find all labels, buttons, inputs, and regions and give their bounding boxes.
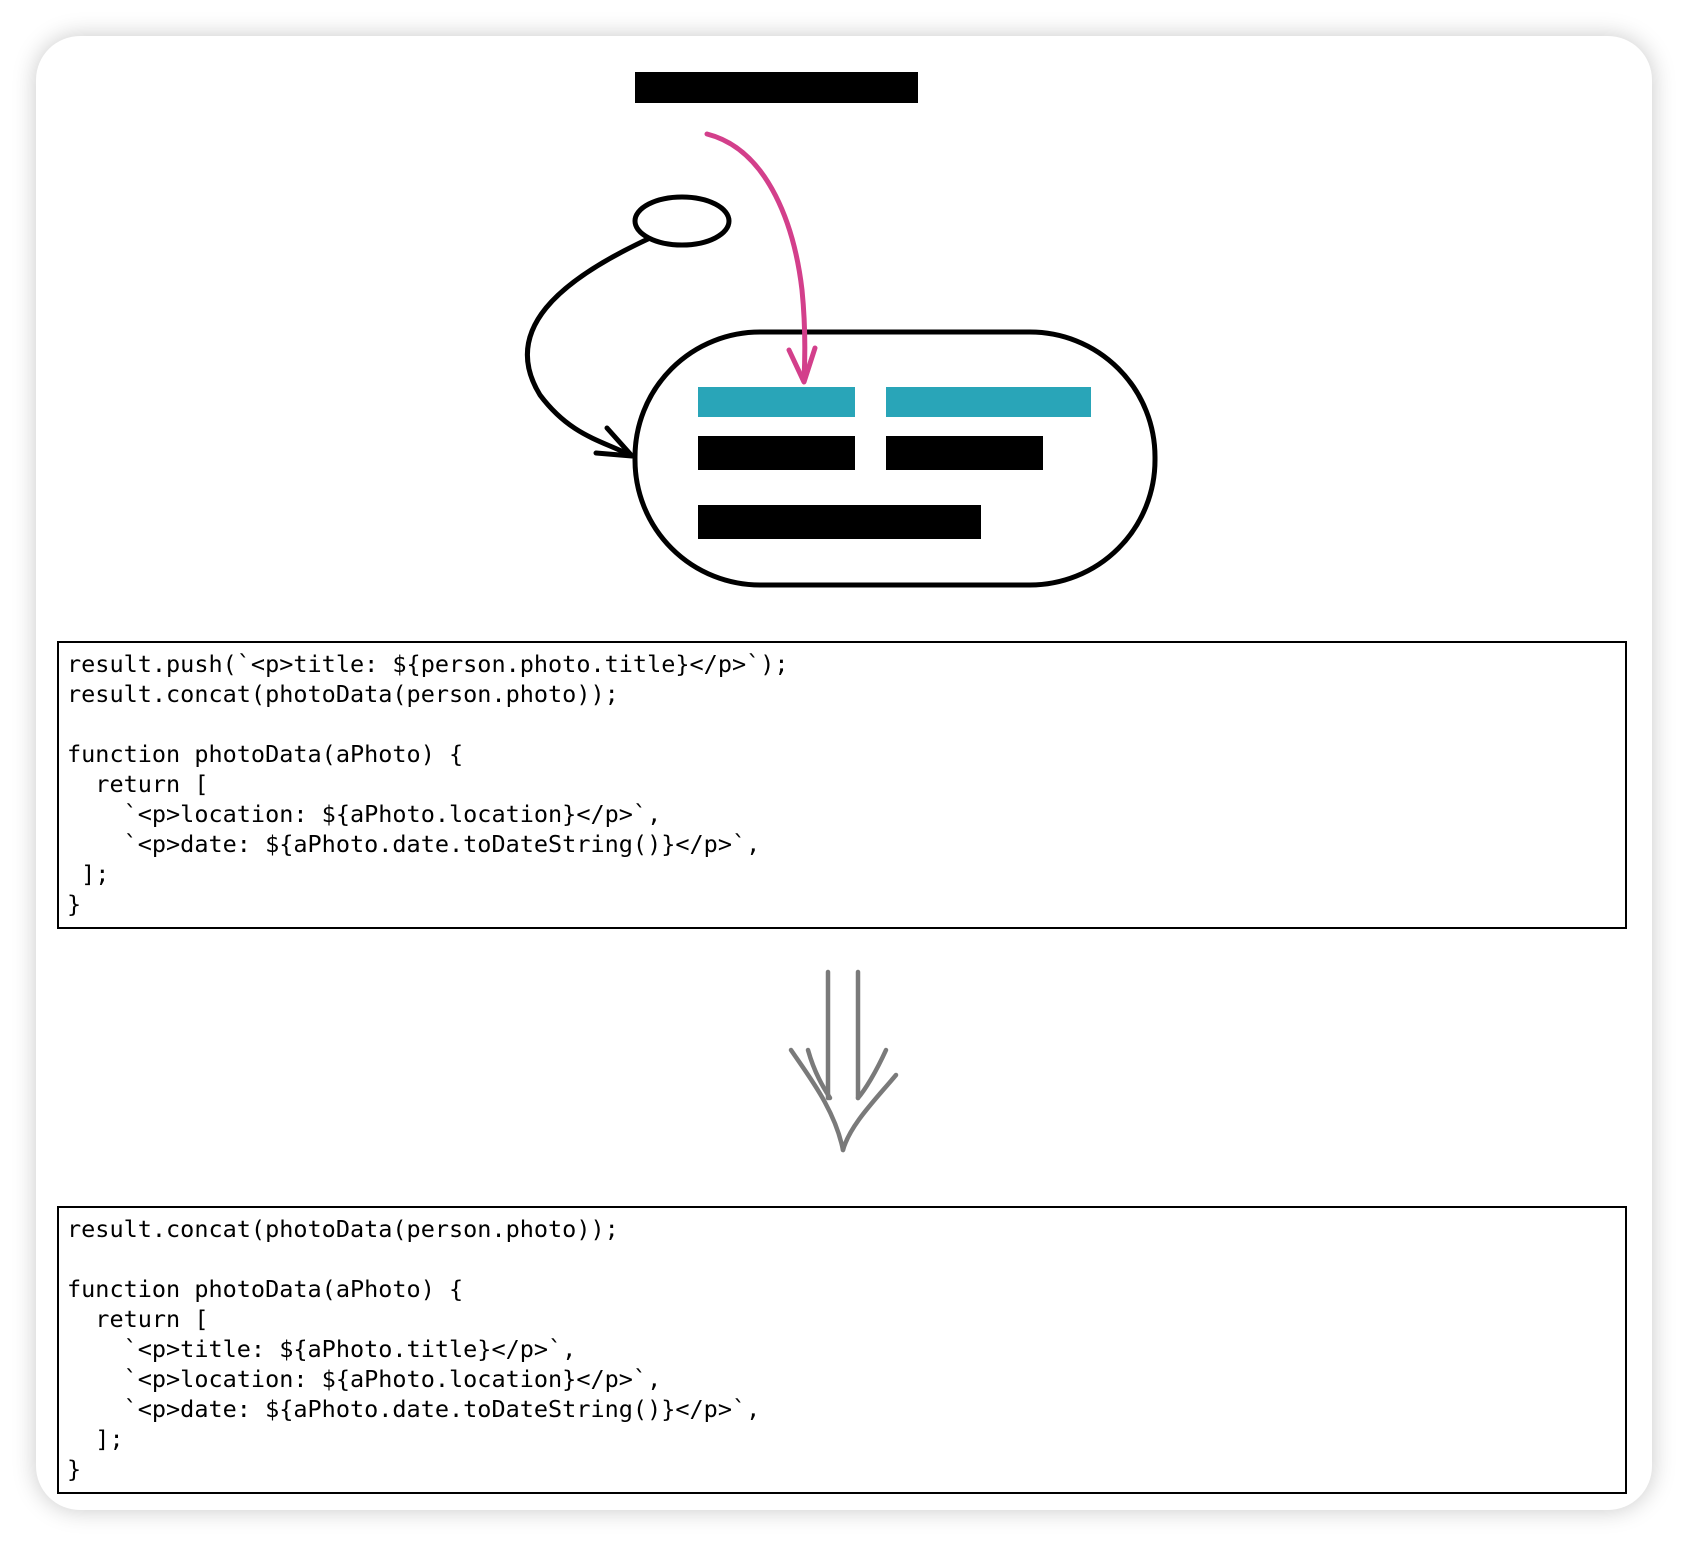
curved-arrow-icon: [525, 236, 651, 458]
code-line: ];: [67, 1425, 124, 1453]
code-line: function photoData(aPhoto) {: [67, 740, 464, 768]
code-line: `<p>title: ${aPhoto.title}</p>`,: [67, 1335, 577, 1363]
pink-arrow-head-icon: [786, 345, 818, 385]
code-line: `<p>location: ${aPhoto.location}</p>`,: [67, 1365, 662, 1393]
teal-bar-right: [886, 387, 1091, 417]
code-line: }: [67, 890, 82, 918]
source-bar: [635, 72, 918, 103]
pink-arrow-icon: [704, 131, 808, 383]
code-line: return [: [67, 770, 209, 798]
black-bar-left: [698, 436, 855, 470]
code-line: result.concat(photoData(person.photo));: [67, 680, 619, 708]
code-line: `<p>date: ${aPhoto.date.toDateString()}<…: [67, 1395, 761, 1423]
code-before-refactor: result.push(`<p>title: ${person.photo.ti…: [57, 641, 1627, 929]
curved-arrow-head-icon: [593, 425, 635, 459]
double-down-arrow-icon: [788, 969, 899, 1153]
code-after-refactor: result.concat(photoData(person.photo)); …: [57, 1206, 1627, 1494]
teal-bar-left: [698, 387, 855, 417]
code-line: }: [67, 1455, 82, 1483]
code-line: function photoData(aPhoto) {: [67, 1275, 464, 1303]
code-line: result.concat(photoData(person.photo));: [67, 1215, 619, 1243]
code-line: return [: [67, 1305, 209, 1333]
code-line: ];: [67, 860, 110, 888]
black-bar-bottom: [698, 505, 981, 539]
black-bar-right: [886, 436, 1043, 470]
code-line: `<p>location: ${aPhoto.location}</p>`,: [67, 800, 662, 828]
code-line: result.push(`<p>title: ${person.photo.ti…: [67, 650, 789, 678]
oval-node-icon: [632, 194, 732, 248]
code-line: `<p>date: ${aPhoto.date.toDateString()}<…: [67, 830, 761, 858]
